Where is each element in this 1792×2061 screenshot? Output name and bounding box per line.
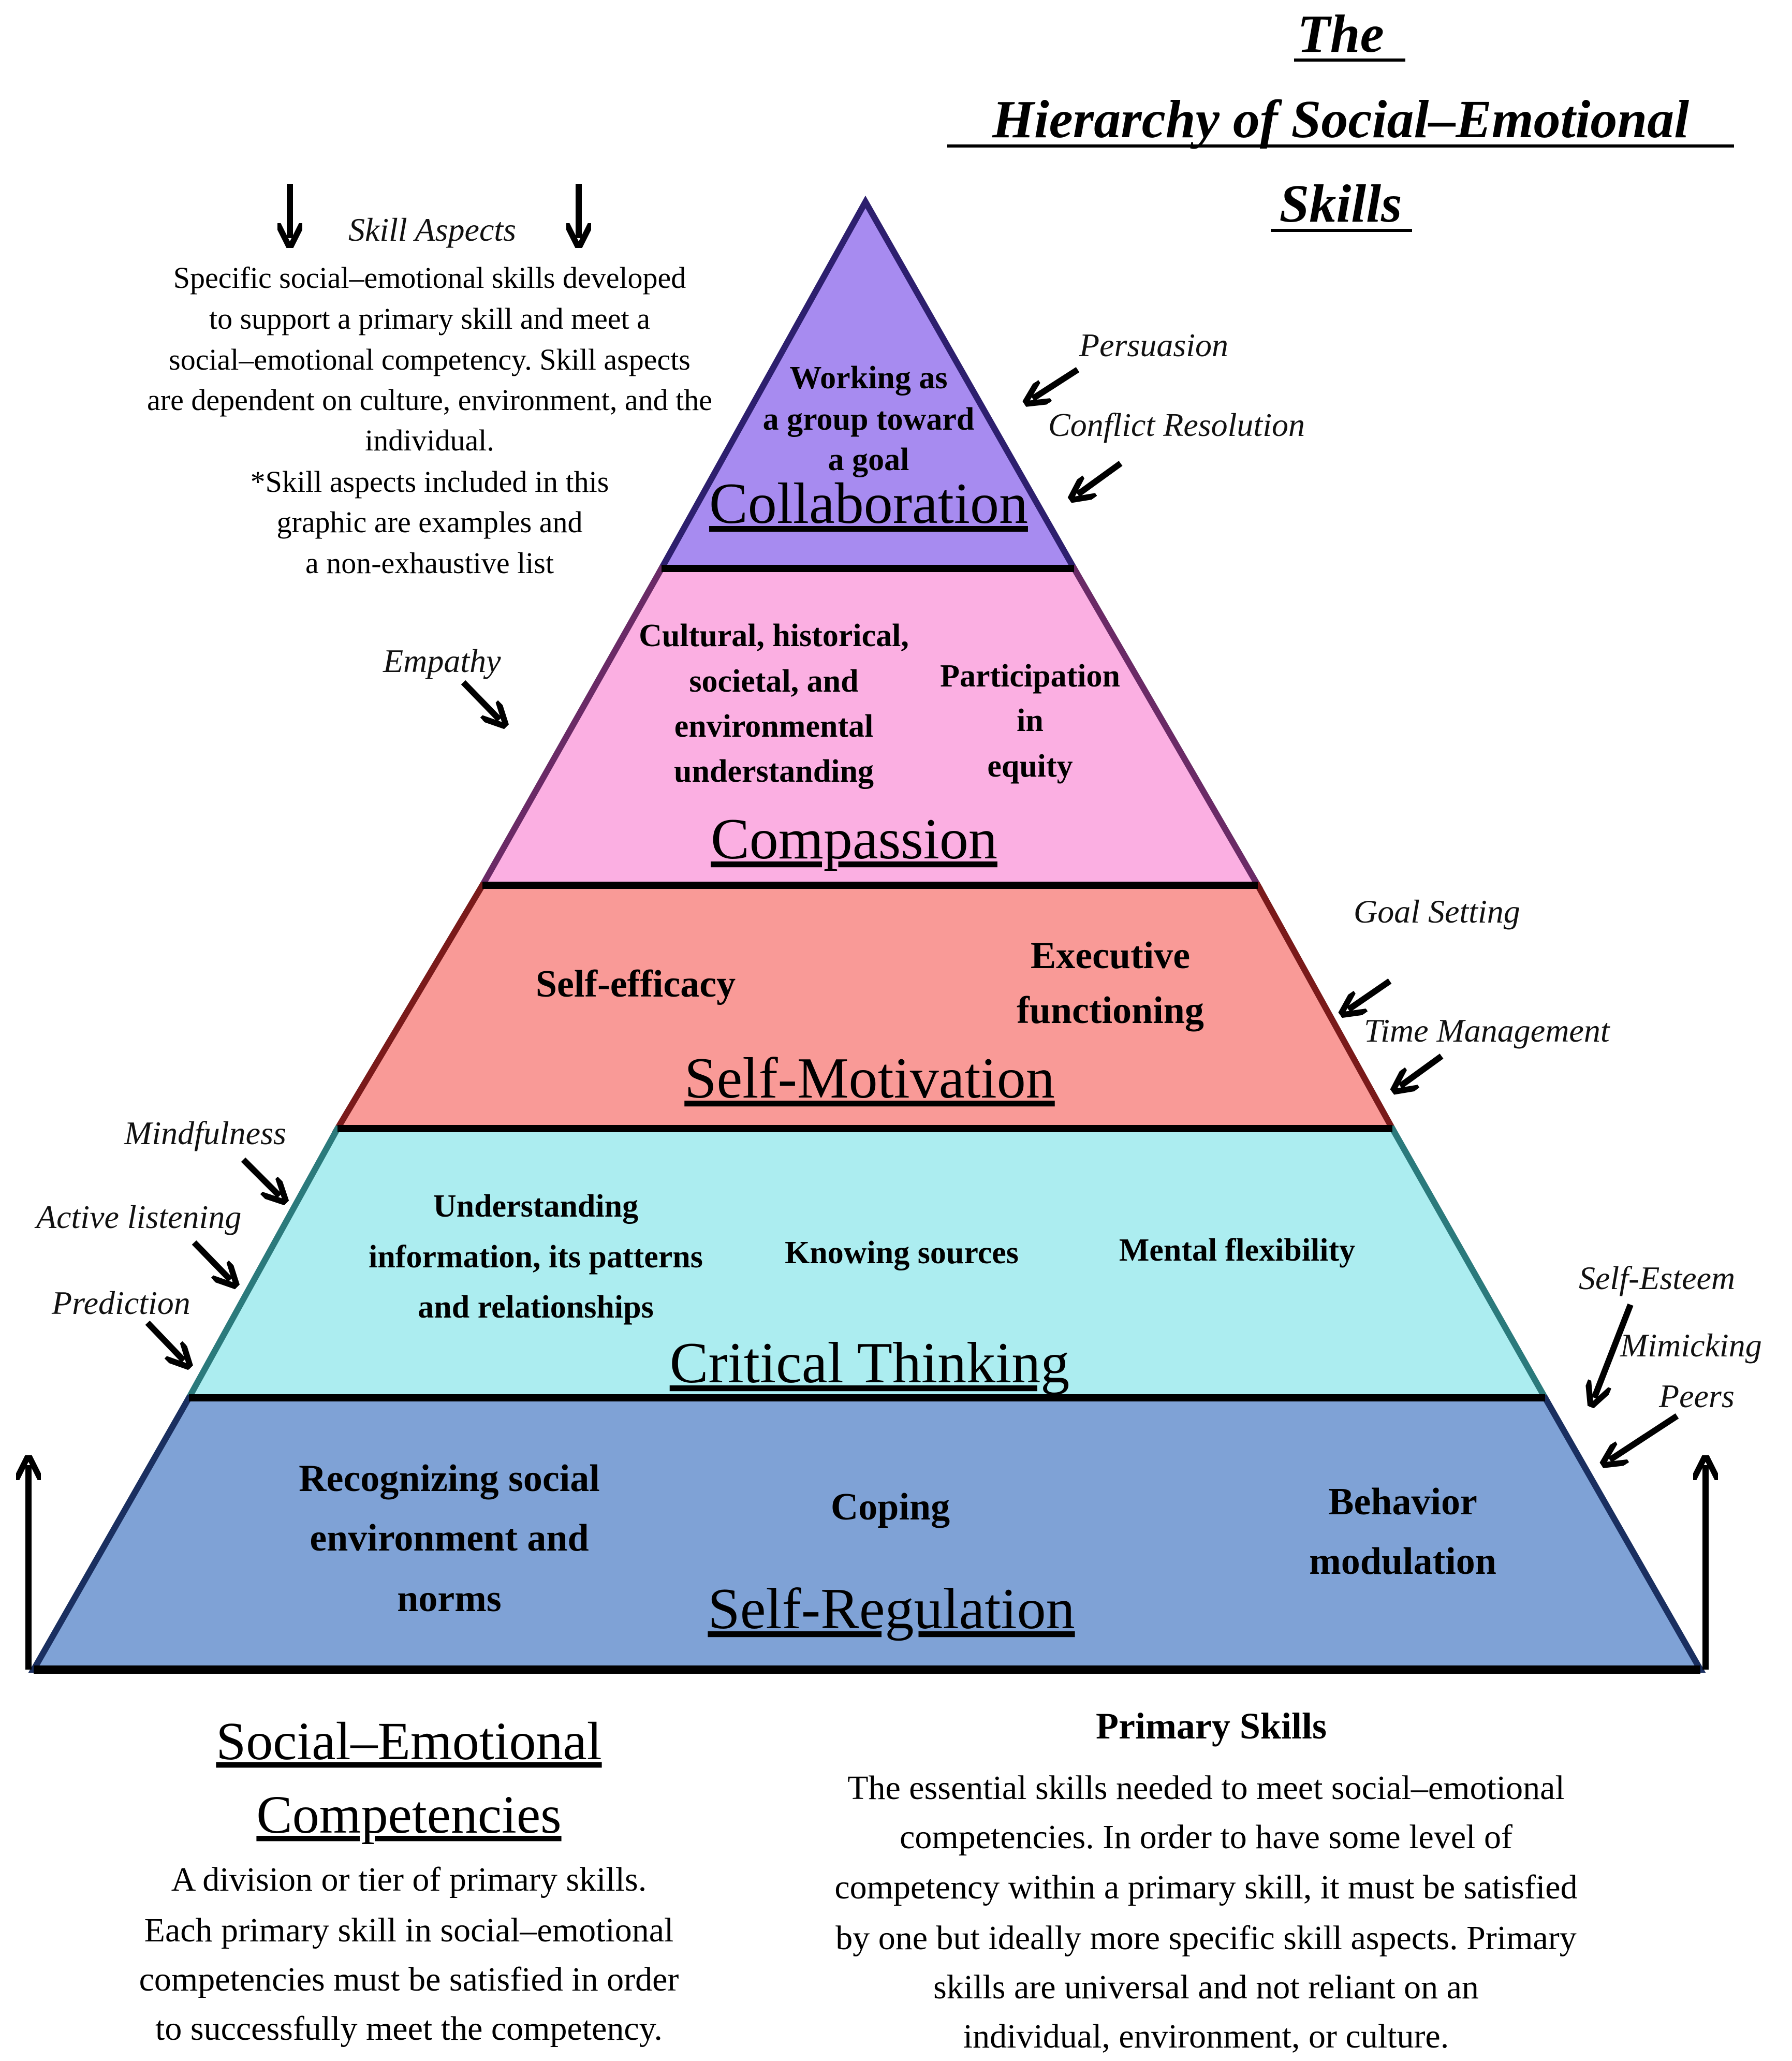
skill-line: Participation <box>940 659 1120 694</box>
arrow-persuasion <box>1033 367 1080 399</box>
skill-aspects-note: Skill Aspects Specific social–emotional … <box>147 184 712 580</box>
skill-line: modulation <box>1309 1540 1496 1583</box>
skill-line: understanding <box>674 754 874 789</box>
note-line: Specific social–emotional skills develop… <box>173 261 686 295</box>
note-line: a non-exhaustive list <box>305 546 554 580</box>
aspect-prediction: Prediction <box>51 1284 190 1321</box>
aspect-mimicking: Mimicking <box>1620 1327 1762 1364</box>
skill-line: environment and <box>310 1517 589 1559</box>
tier-label-critical-thinking: Critical Thinking <box>670 1331 1070 1395</box>
aspect-persuasion: Persuasion <box>1079 327 1228 363</box>
skill-cultural-understanding: Cultural, historical, societal, and envi… <box>639 618 909 789</box>
skill-knowing-sources: Knowing sources <box>785 1235 1019 1270</box>
tier-label-collaboration: Collaboration <box>709 472 1028 536</box>
skill-line: in <box>1017 703 1044 738</box>
tier-compassion: Cultural, historical, societal, and envi… <box>639 618 1120 871</box>
aspect-time-management: Time Management <box>1364 1012 1611 1049</box>
arrow-conflict-resolution <box>1078 461 1123 494</box>
skill-line: Understanding <box>433 1189 638 1224</box>
note-line: *Skill aspects included in this <box>251 465 609 499</box>
note-line: individual, environment, or culture. <box>963 2018 1449 2055</box>
arrow-self-esteem <box>1594 1303 1634 1398</box>
skill-aspects: Persuasion Conflict Resolution Empathy G… <box>34 327 1762 1460</box>
competencies-note: Social–Emotional Competencies A division… <box>139 1712 679 2048</box>
skill-line: a goal <box>828 442 909 477</box>
skill-line: information, its patterns <box>369 1239 703 1275</box>
arrow-active-listening <box>192 1240 230 1280</box>
skill-line: a group toward <box>763 402 975 437</box>
title-line-1: The <box>1297 4 1384 64</box>
arrow-mimicking-peers <box>1610 1413 1679 1460</box>
skill-line: societal, and <box>689 664 858 699</box>
note-line: competencies. In order to have some leve… <box>900 1818 1512 1856</box>
note-line: competency within a primary skill, it mu… <box>834 1868 1577 1906</box>
aspect-peers: Peers <box>1658 1378 1735 1414</box>
tier-self-motivation: Self-efficacy Executive functioning Self… <box>536 934 1204 1110</box>
arrow-mindfulness <box>241 1157 280 1196</box>
note-line: are dependent on culture, environment, a… <box>147 383 712 417</box>
skill-aspects-heading: Skill Aspects <box>348 211 516 248</box>
arrow-prediction <box>145 1320 184 1361</box>
tier-label-compassion: Compassion <box>711 807 997 871</box>
tier-collaboration: Working as a group toward a goal Collabo… <box>709 360 1028 536</box>
aspect-active-listening: Active listening <box>34 1198 241 1235</box>
competencies-heading-2: Competencies <box>256 1785 561 1845</box>
aspect-mindfulness: Mindfulness <box>124 1115 286 1151</box>
skill-line: Behavior <box>1328 1481 1477 1523</box>
skill-working-as-a-group: Working as a group toward a goal <box>763 360 975 477</box>
pyramid <box>28 195 1706 1674</box>
skill-self-efficacy: Self-efficacy <box>536 963 736 1005</box>
arrow-empathy <box>461 680 500 720</box>
tier-self-regulation: Recognizing social environment and norms… <box>299 1457 1496 1641</box>
note-line: social–emotional competency. Skill aspec… <box>169 343 691 376</box>
primary-skills-heading: Primary Skills <box>1096 1705 1327 1747</box>
skill-line: and relationships <box>418 1290 653 1325</box>
skill-mental-flexibility: Mental flexibility <box>1119 1233 1355 1268</box>
title-line-3: Skills <box>1280 174 1402 233</box>
note-line: graphic are examples and <box>277 505 583 539</box>
skill-behavior-modulation: Behavior modulation <box>1309 1481 1496 1583</box>
skill-line: environmental <box>674 709 874 744</box>
tier-critical-thinking: Understanding information, its patterns … <box>369 1189 1355 1395</box>
note-line: to successfully meet the competency. <box>155 2010 663 2048</box>
note-line: by one but ideally more specific skill a… <box>835 1919 1576 1957</box>
arrow-goal-setting <box>1348 978 1392 1010</box>
note-line: individual. <box>365 423 494 457</box>
skill-line: Working as <box>790 360 948 396</box>
skill-executive-functioning: Executive functioning <box>1017 934 1204 1032</box>
tier-label-self-regulation: Self-Regulation <box>708 1577 1075 1641</box>
skill-line: equity <box>987 749 1073 784</box>
primary-skills-note: Primary Skills The essential skills need… <box>834 1705 1577 2055</box>
note-line: competencies must be satisfied in order <box>139 1961 679 1998</box>
note-line: to support a primary skill and meet a <box>209 302 650 335</box>
note-line: Each primary skill in social–emotional <box>144 1911 674 1949</box>
note-line: The essential skills needed to meet soci… <box>847 1769 1565 1807</box>
skill-understanding-information: Understanding information, its patterns … <box>369 1189 703 1325</box>
skill-coping: Coping <box>831 1486 950 1528</box>
tier-label-self-motivation: Self-Motivation <box>684 1046 1054 1110</box>
arrow-time-management <box>1400 1054 1444 1086</box>
skill-line: Cultural, historical, <box>639 618 909 653</box>
title-line-2: Hierarchy of Social–Emotional <box>992 90 1689 149</box>
note-line: A division or tier of primary skills. <box>171 1861 647 1898</box>
skill-participation-in-equity: Participation in equity <box>940 659 1120 784</box>
skill-line: Recognizing social <box>299 1457 600 1500</box>
skill-line: norms <box>397 1577 501 1620</box>
skill-recognizing-social-environment: Recognizing social environment and norms <box>299 1457 600 1620</box>
aspect-conflict-resolution: Conflict Resolution <box>1048 406 1305 443</box>
note-line: skills are universal and not reliant on … <box>933 1968 1479 2006</box>
diagram-title: The Hierarchy of Social–Emotional Skills <box>947 4 1734 233</box>
aspect-empathy: Empathy <box>383 642 501 679</box>
skill-line: functioning <box>1017 989 1204 1032</box>
aspect-self-esteem: Self-Esteem <box>1579 1260 1735 1296</box>
competencies-heading-1: Social–Emotional <box>216 1712 601 1771</box>
aspect-goal-setting: Goal Setting <box>1354 893 1520 930</box>
skill-line: Executive <box>1031 934 1190 977</box>
